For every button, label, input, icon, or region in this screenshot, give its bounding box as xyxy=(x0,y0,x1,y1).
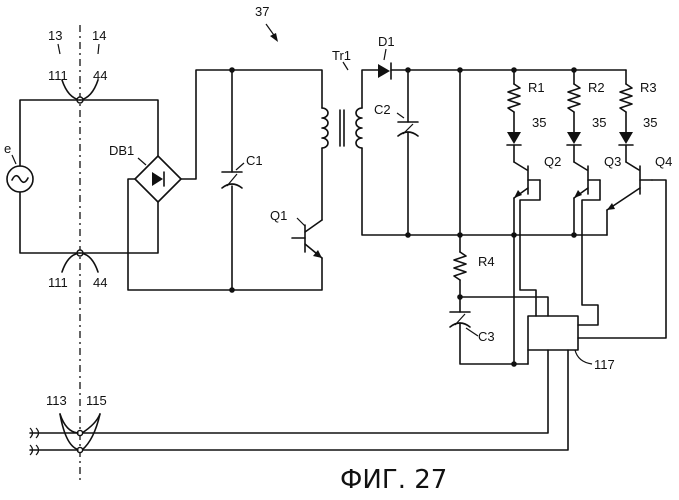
leader-c2 xyxy=(397,113,404,118)
label-13: 13 xyxy=(48,28,62,43)
label-44-bottom: 44 xyxy=(93,275,107,290)
transformer-tr1 xyxy=(322,70,408,235)
label-111-bottom: 111 xyxy=(48,275,68,290)
label-c1: C1 xyxy=(246,153,263,168)
transistor-q1 xyxy=(292,220,322,258)
label-r2: R2 xyxy=(588,80,605,95)
label-r3: R3 xyxy=(640,80,657,95)
leader-d1 xyxy=(384,49,386,60)
label-117: 117 xyxy=(594,357,615,372)
diode-d1 xyxy=(378,63,460,79)
label-d1: D1 xyxy=(378,34,395,49)
ac-source-e xyxy=(7,166,33,192)
primary-wiring xyxy=(20,67,322,293)
label-led-3: 35 xyxy=(643,115,657,130)
leader-q1 xyxy=(297,218,305,226)
label-44-top: 44 xyxy=(93,68,107,83)
label-r1: R1 xyxy=(528,80,545,95)
label-14: 14 xyxy=(92,28,106,43)
bridge-rectifier-db1 xyxy=(135,156,181,202)
label-tr1: Tr1 xyxy=(332,48,351,63)
capacitor-c2 xyxy=(398,67,418,238)
leader-13 xyxy=(58,44,60,54)
label-led-1: 35 xyxy=(532,115,546,130)
label-113: 113 xyxy=(46,393,67,408)
label-q2: Q2 xyxy=(544,154,561,169)
label-led-2: 35 xyxy=(592,115,606,130)
label-db1: DB1 xyxy=(109,143,134,158)
leader-c3 xyxy=(466,328,478,336)
label-37: 37 xyxy=(255,4,269,19)
arrow-37 xyxy=(266,24,278,42)
label-q3: Q3 xyxy=(604,154,621,169)
leader-14 xyxy=(98,44,99,54)
leader-c1 xyxy=(236,163,244,170)
label-c2: C2 xyxy=(374,102,391,117)
figure-caption: ФИГ. 27 xyxy=(340,465,447,495)
connector-113-115 xyxy=(30,414,100,455)
label-e: e xyxy=(4,141,11,156)
label-115: 115 xyxy=(86,393,107,408)
label-q1: Q1 xyxy=(270,208,287,223)
leader-tr1 xyxy=(343,62,348,70)
label-q4: Q4 xyxy=(655,154,672,169)
label-c3: C3 xyxy=(478,329,495,344)
leader-db1 xyxy=(138,158,146,165)
label-r4: R4 xyxy=(478,254,495,269)
leader-e xyxy=(12,155,16,164)
control-ic-117 xyxy=(82,180,666,450)
label-111-top: 111 xyxy=(48,68,68,83)
